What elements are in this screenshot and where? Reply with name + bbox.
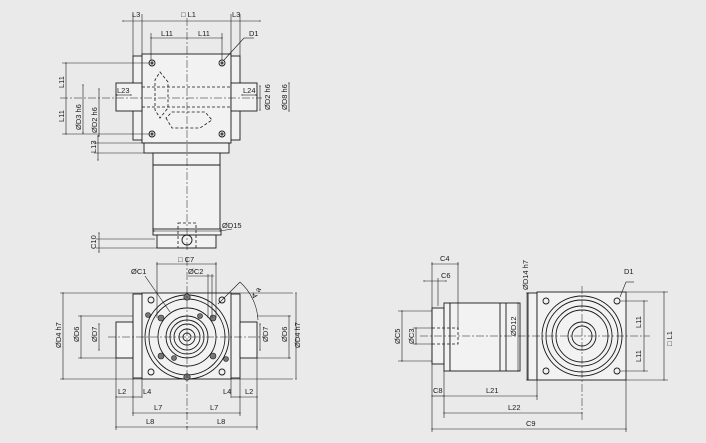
dim-D15: ØD15 bbox=[222, 221, 242, 230]
dim-L21: L21 bbox=[486, 386, 499, 395]
dim-D7-left: ØD7 bbox=[90, 327, 99, 342]
dim-D6-right: ØD6 bbox=[280, 327, 289, 342]
dim-D2-right: ØD2 h6 bbox=[263, 84, 272, 110]
dim-L8-left: L8 bbox=[146, 417, 154, 426]
dim-L7-right: L7 bbox=[210, 403, 218, 412]
dim-L1: □ L1 bbox=[181, 10, 196, 19]
dim-C1: ØC1 bbox=[131, 267, 146, 276]
dim-C3: ØC3 bbox=[407, 329, 416, 344]
dim-D2-left: ØD2 h6 bbox=[90, 107, 99, 133]
dim-L2-left: L2 bbox=[118, 387, 126, 396]
mounting-holes bbox=[147, 296, 226, 376]
right-shaft bbox=[239, 321, 258, 359]
dim-C6: C6 bbox=[441, 271, 451, 280]
dim-C5: ØC5 bbox=[393, 329, 402, 344]
adapter-plate bbox=[143, 142, 230, 154]
dim-D7-right: ØD7 bbox=[261, 327, 270, 342]
dim-D6-left: ØD6 bbox=[72, 327, 81, 342]
dim-L4-left: L4 bbox=[143, 387, 151, 396]
dim-L4-right: L4 bbox=[223, 387, 231, 396]
dim-L2-right: L2 bbox=[245, 387, 253, 396]
motor-body bbox=[152, 152, 221, 231]
dim-L22: L22 bbox=[508, 403, 521, 412]
dim-C8: C8 bbox=[433, 386, 443, 395]
left-shaft bbox=[115, 321, 134, 359]
motor-body bbox=[449, 302, 521, 372]
output-flange-plate bbox=[527, 292, 538, 381]
dim-L13: L13 bbox=[89, 140, 98, 153]
dim-D3: ØD3 h6 bbox=[74, 104, 83, 130]
dim-L23: L23 bbox=[117, 86, 130, 95]
dim-L1: □ L1 bbox=[665, 331, 674, 346]
motor-base bbox=[156, 234, 217, 249]
label-D1: D1 bbox=[249, 29, 259, 38]
dim-L11-upper: L11 bbox=[634, 316, 643, 328]
dim-L24: L24 bbox=[243, 86, 256, 95]
label-D1: D1 bbox=[624, 267, 634, 276]
dim-D4-right: ØD4 h7 bbox=[293, 322, 302, 348]
left-shaft bbox=[115, 82, 143, 112]
flange-bolt-holes bbox=[145, 293, 229, 381]
front-view: □ C7 ØC1 ØC2 ∢ a ØD4 h7 ØD6 ØD7 ØD4 h7 Ø… bbox=[54, 255, 302, 430]
dim-C10: C10 bbox=[89, 235, 98, 249]
dim-L11-lower: L11 bbox=[634, 350, 643, 362]
dim-L11-side-upper: L11 bbox=[57, 76, 66, 88]
dim-L3-right: L3 bbox=[232, 10, 240, 19]
dim-D12: ØD12 bbox=[509, 316, 518, 336]
top-view: L3 □ L1 L3 L11 L11 D1 L11 L11 ØD3 h6 ØD2… bbox=[57, 10, 290, 253]
dim-C7: □ C7 bbox=[178, 255, 194, 264]
dim-C9: C9 bbox=[526, 419, 536, 428]
dim-L11-top-right: L11 bbox=[198, 29, 210, 38]
dim-L7-left: L7 bbox=[154, 403, 162, 412]
right-shaft bbox=[230, 82, 258, 112]
dim-L11-side-lower: L11 bbox=[57, 110, 66, 122]
dim-D14: ØD14 h7 bbox=[521, 260, 530, 290]
dim-D8: ØD8 h6 bbox=[280, 84, 289, 110]
dim-L11-top-left: L11 bbox=[161, 29, 173, 38]
motor-rim bbox=[443, 302, 451, 372]
side-view: C4 C6 ØD14 h7 D1 ØC5 ØC3 ØD12 L11 L11 □ … bbox=[393, 254, 674, 432]
dim-L8-right: L8 bbox=[217, 417, 225, 426]
dim-C2: ØC2 bbox=[188, 267, 203, 276]
dim-D4-left: ØD4 h7 bbox=[54, 322, 63, 348]
dim-L3-left: L3 bbox=[132, 10, 140, 19]
dim-C4: C4 bbox=[440, 254, 450, 263]
